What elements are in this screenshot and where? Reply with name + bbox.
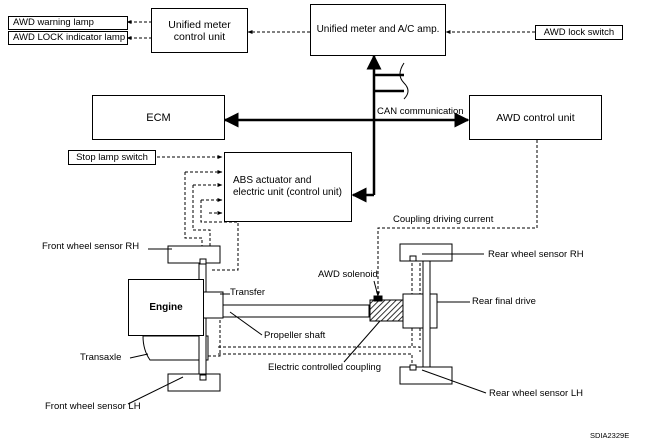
front-wheel-sensor-lh-label: Front wheel sensor LH — [45, 401, 141, 412]
rear-wheel-sensor-lh-label: Rear wheel sensor LH — [489, 388, 583, 399]
front-wheel-lh — [167, 373, 221, 392]
awd-control-unit-box: AWD control unit — [469, 95, 602, 140]
transaxle-shape — [142, 335, 209, 361]
can-communication-label: CAN communication — [377, 106, 464, 117]
electric-controlled-coupling — [369, 299, 404, 322]
stop-lamp-switch-box: Stop lamp switch — [68, 150, 156, 165]
electric-controlled-coupling-label: Electric controlled coupling — [268, 362, 382, 373]
rear-wheel-lh — [399, 366, 453, 385]
abs-actuator-box: ABS actuator and electric unit (control … — [224, 152, 352, 222]
figure-code: SDIA2329E — [590, 431, 630, 440]
rear-axle — [422, 257, 431, 377]
rear-wheel-sensor-lh-icon — [409, 364, 417, 371]
rear-wheel-sensor-rh-label: Rear wheel sensor RH — [488, 249, 584, 260]
transfer-label: Transfer — [230, 287, 266, 298]
can-bus-lines — [223, 54, 470, 203]
propeller-shaft — [222, 304, 370, 318]
front-wheel-rh — [167, 245, 221, 264]
engine-box: Engine — [128, 279, 204, 336]
awd-warning-lamp-box: AWD warning lamp — [8, 16, 128, 30]
rear-final-drive-label: Rear final drive — [472, 296, 536, 307]
unified-meter-control-unit-box: Unified meter control unit — [151, 8, 248, 53]
leader-lines — [127, 248, 487, 405]
coupling-driving-current-label: Coupling driving current — [393, 214, 494, 225]
can-bus-continuation-icon — [399, 62, 409, 100]
unified-meter-ac-amp-box: Unified meter and A/C amp. — [310, 4, 446, 56]
awd-solenoid-label: AWD solenoid — [318, 269, 378, 280]
awd-lock-indicator-lamp-box: AWD LOCK indicator lamp — [8, 31, 128, 45]
rear-wheel-sensor-rh-icon — [409, 255, 417, 262]
transaxle-label: Transaxle — [80, 352, 122, 363]
awd-solenoid-icon — [373, 295, 383, 302]
front-wheel-sensor-rh-label: Front wheel sensor RH — [42, 241, 140, 252]
front-wheel-sensor-rh-icon — [199, 258, 207, 265]
ecm-box: ECM — [92, 95, 225, 140]
propeller-shaft-label: Propeller shaft — [264, 330, 326, 341]
rear-wheel-rh — [399, 243, 453, 262]
transfer — [202, 291, 224, 319]
front-wheel-sensor-lh-icon — [199, 374, 207, 381]
rear-final-drive — [402, 293, 438, 329]
awd-lock-switch-box: AWD lock switch — [535, 25, 623, 40]
